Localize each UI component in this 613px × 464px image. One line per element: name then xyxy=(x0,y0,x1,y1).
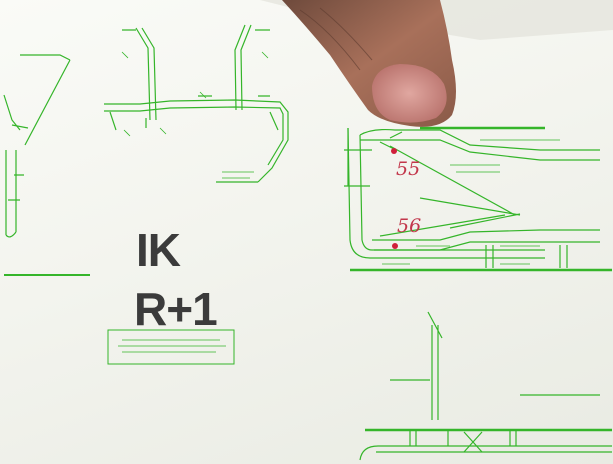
red-marker-dot xyxy=(391,148,397,154)
red-marker-dot xyxy=(392,243,398,249)
floor-level-label: R+1 xyxy=(134,283,218,335)
building-label: IK xyxy=(136,224,181,276)
handwritten-number: 56 xyxy=(397,215,422,237)
handwritten-number: 55 xyxy=(396,158,421,180)
note-box xyxy=(107,329,235,365)
left-duct-fragment xyxy=(3,54,90,276)
top-duct-network xyxy=(104,24,289,183)
right-main-duct xyxy=(344,126,612,272)
small-annotation-ticks xyxy=(121,51,560,265)
bottom-duct xyxy=(359,311,612,461)
